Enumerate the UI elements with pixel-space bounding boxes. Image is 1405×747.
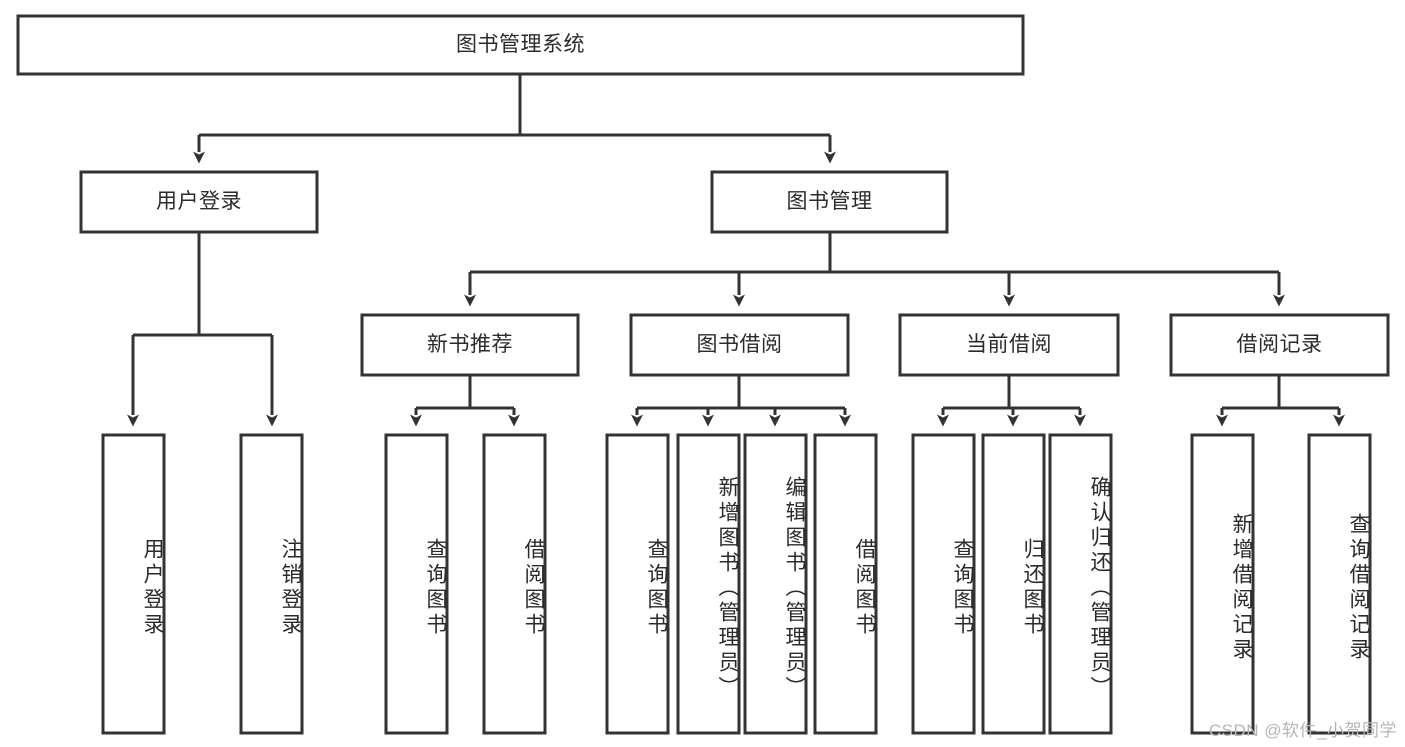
node-box-leaf-confirm-return-admin[interactable] [1048, 433, 1113, 735]
node-box-leaf-borrow-book-borrow[interactable] [813, 433, 878, 735]
node-box-leaf-add-borrow-record[interactable] [1190, 433, 1255, 735]
node-box-leaf-query-borrow-record[interactable] [1307, 433, 1372, 735]
node-box-leaf-return-book[interactable] [981, 433, 1046, 735]
node-box-leaf-query-book-borrow[interactable] [605, 433, 670, 735]
node-box-leaf-logout-login[interactable] [239, 433, 304, 735]
node-box-leaf-query-book-current[interactable] [911, 433, 976, 735]
watermark-text: CSDN @软件_小贺同学 [1208, 721, 1397, 740]
node-box-borrow-record[interactable] [1169, 313, 1390, 377]
node-box-leaf-query-book-recommend[interactable] [384, 433, 449, 735]
node-box-leaf-add-book-admin[interactable] [676, 433, 741, 735]
node-box-root[interactable] [16, 14, 1025, 76]
node-box-new-book-recommend[interactable] [360, 313, 580, 377]
node-box-leaf-borrow-book-recommend[interactable] [482, 433, 547, 735]
node-box-leaf-user-login[interactable] [101, 433, 166, 735]
node-box-user-login[interactable] [79, 170, 319, 234]
node-box-book-management[interactable] [710, 170, 949, 234]
node-box-book-borrow[interactable] [629, 313, 850, 377]
node-box-leaf-edit-book-admin[interactable] [743, 433, 808, 735]
node-box-current-borrow[interactable] [898, 313, 1120, 377]
